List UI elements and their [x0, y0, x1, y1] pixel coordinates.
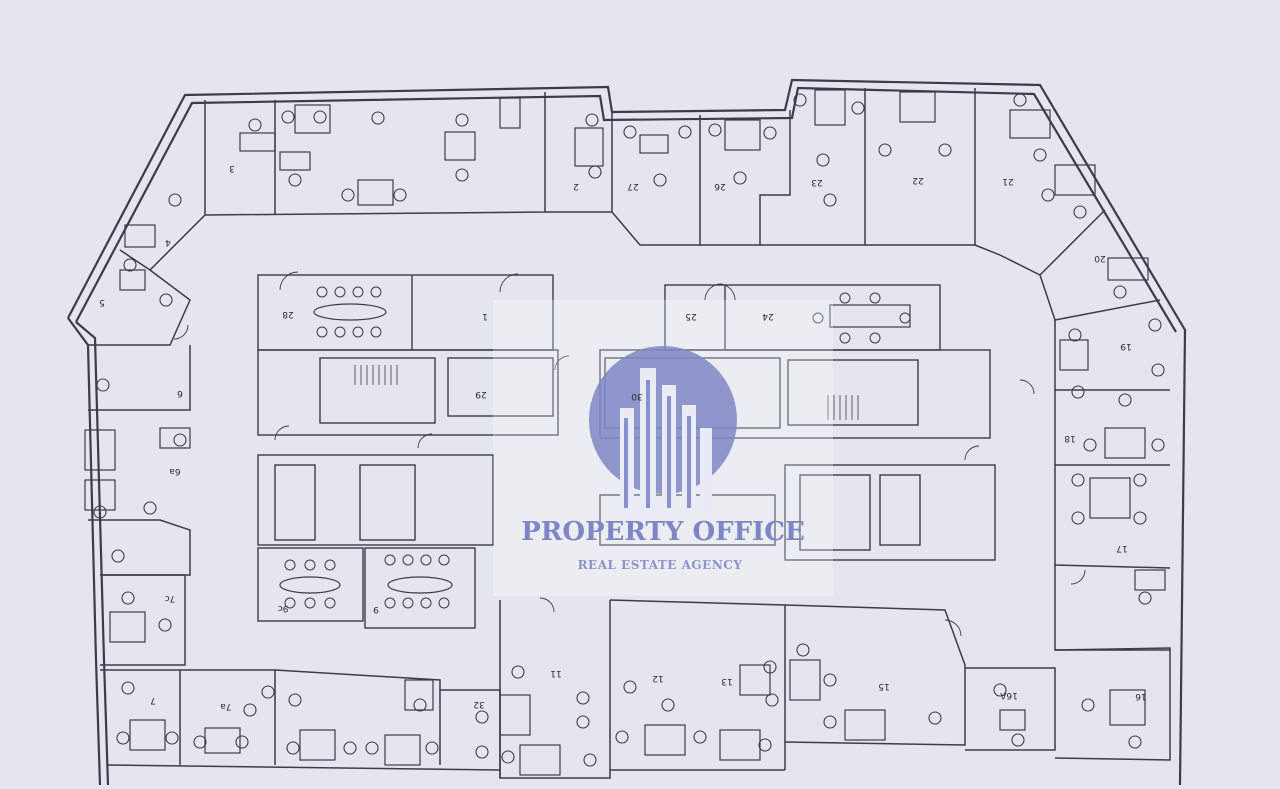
watermark-title: PROPERTY OFFICE: [521, 517, 805, 547]
room-label-32: 32: [473, 699, 484, 709]
room-label-18: 18: [1064, 433, 1076, 443]
room-label-9: 9: [373, 604, 379, 614]
door-swings: [173, 271, 1086, 637]
room-label-27: 27: [627, 181, 638, 191]
room-label-29: 29: [475, 389, 487, 399]
room-label-16a: 16A: [999, 690, 1017, 700]
room-label-30: 30: [631, 391, 643, 401]
room-label-4: 4: [165, 237, 171, 247]
room-label-19: 19: [1120, 341, 1132, 351]
room-label-5: 5: [99, 297, 105, 307]
room-label-28: 28: [282, 309, 294, 319]
room-label-15: 15: [878, 681, 889, 691]
room-label-7: 7: [150, 695, 156, 705]
room-label-21: 21: [1002, 176, 1013, 186]
room-label-6a: 6a: [169, 466, 180, 476]
watermark-subtitle: REAL ESTATE AGENCY: [578, 558, 743, 572]
conference-tables: [279, 303, 911, 594]
room-label-6: 6: [177, 388, 183, 398]
room-label-1: 1: [482, 311, 488, 321]
room-label-11: 11: [550, 668, 561, 678]
watermark-logo: [493, 300, 833, 596]
stairs: [354, 365, 859, 420]
room-label-24: 24: [762, 311, 774, 321]
west-rooms: [88, 345, 501, 778]
room-label-12: 12: [652, 673, 663, 683]
room-label-16: 16: [1135, 691, 1147, 701]
room-label-7a: 7a: [220, 701, 231, 711]
outer-walls: [67, 78, 1187, 786]
room-label-7c: 7c: [165, 593, 176, 603]
room-label-26: 26: [714, 181, 726, 191]
room-label-17: 17: [1116, 543, 1127, 553]
room-label-20: 20: [1094, 253, 1106, 263]
room-label-22: 22: [912, 175, 923, 185]
south-rooms: [499, 599, 1171, 779]
desks: [84, 89, 1166, 776]
room-label-9c: 9c: [278, 603, 289, 613]
room-label-23: 23: [811, 177, 822, 187]
east-rooms: [1054, 320, 1171, 651]
conference-chairs: [284, 286, 911, 609]
room-label-3: 3: [229, 163, 235, 173]
room-label-25: 25: [685, 311, 696, 321]
room-label-2: 2: [573, 181, 579, 191]
room-label-13: 13: [721, 676, 732, 686]
chairs: [93, 93, 1165, 767]
